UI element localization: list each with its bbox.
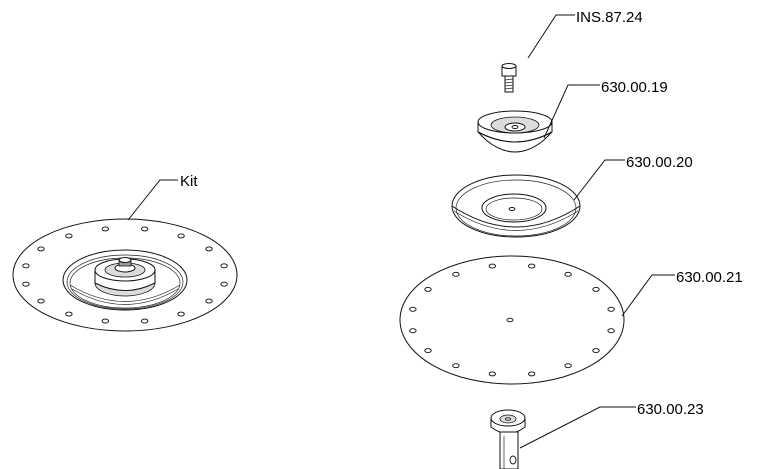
bolt-hole bbox=[141, 318, 149, 324]
bolt-hole bbox=[65, 311, 73, 317]
bolt-hole bbox=[205, 246, 213, 252]
bolt-hole bbox=[177, 311, 185, 317]
outer-diaphragm-part bbox=[399, 255, 675, 385]
bolt-hole bbox=[607, 328, 615, 334]
clamp-cap-part bbox=[477, 84, 600, 153]
stem-part bbox=[490, 406, 636, 469]
bolt-hole bbox=[220, 281, 228, 287]
bolt-hole bbox=[452, 363, 460, 369]
bolt-hole bbox=[452, 271, 460, 277]
outer-diaphragm-bolt-holes bbox=[409, 263, 615, 377]
bolt-hole bbox=[37, 298, 45, 304]
bolt-hole bbox=[101, 318, 109, 324]
bolt-hole bbox=[65, 233, 73, 239]
bolt-hole bbox=[141, 226, 149, 232]
bolt-hole bbox=[409, 328, 417, 334]
bolt-hole bbox=[424, 348, 432, 354]
bolt-hole bbox=[592, 286, 600, 292]
bolt-label: INS.87.24 bbox=[576, 9, 643, 26]
bolt-hole bbox=[177, 233, 185, 239]
bolt-hole bbox=[22, 263, 30, 269]
bolt-hole bbox=[488, 263, 496, 269]
inner-diaphragm-label: 630.00.20 bbox=[626, 154, 693, 171]
bolt-hole bbox=[424, 286, 432, 292]
bolt-part bbox=[501, 14, 575, 93]
bolt-hole bbox=[528, 263, 536, 269]
bolt-hole bbox=[220, 263, 228, 269]
outer-diaphragm-label: 630.00.21 bbox=[676, 269, 743, 286]
bolt-hole bbox=[22, 281, 30, 287]
kit-assembly bbox=[12, 179, 238, 332]
bolt-hole bbox=[528, 371, 536, 377]
bolt-hole bbox=[205, 298, 213, 304]
clamp-cap-label: 630.00.19 bbox=[601, 79, 668, 96]
bolt-hole bbox=[488, 371, 496, 377]
bolt-hole bbox=[607, 306, 615, 312]
bolt-hole bbox=[564, 271, 572, 277]
inner-diaphragm-part bbox=[451, 159, 625, 238]
stem-label: 630.00.23 bbox=[637, 401, 704, 418]
bolt-hole bbox=[409, 306, 417, 312]
bolt-hole bbox=[37, 246, 45, 252]
bolt-hole bbox=[564, 363, 572, 369]
bolt-hole bbox=[592, 348, 600, 354]
kit-label: Kit bbox=[180, 173, 198, 190]
kit-bolt-holes bbox=[22, 226, 228, 324]
bolt-hole bbox=[101, 226, 109, 232]
